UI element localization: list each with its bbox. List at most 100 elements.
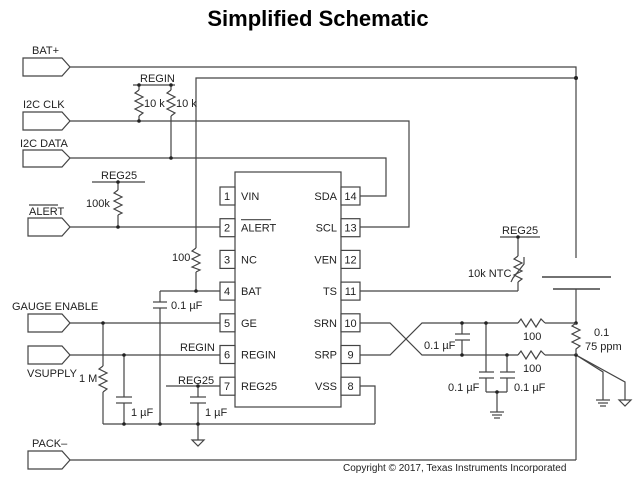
ic-pin-13: 13 SCL <box>316 218 361 238</box>
label-r-srn: 100 <box>523 331 541 343</box>
net-label-regin: REGIN <box>140 73 175 85</box>
pin-box <box>219 186 236 206</box>
pin-name: VSS <box>315 381 337 393</box>
label-r-srp: 100 <box>523 363 541 375</box>
pin-box <box>219 344 236 365</box>
pin-number: 12 <box>344 254 356 266</box>
label-c-srn: 0.1 µF <box>448 382 480 394</box>
page-title: Simplified Schematic <box>207 6 428 31</box>
ic-right-pins: 14 SDA 13 SCL 12 VEN 11 TS 10 SRN 9 SRP 8 VSS <box>314 186 361 396</box>
connector-label: I2C DATA <box>20 138 69 150</box>
resistor-10k-clk <box>133 89 145 117</box>
pin-name: GE <box>241 318 257 330</box>
copyright: Copyright © 2017, Texas Instruments Inco… <box>343 463 566 474</box>
capacitor-diff <box>455 333 470 341</box>
connector-i2c-clk: I2C CLK <box>22 99 71 131</box>
pin-box <box>340 281 361 301</box>
label-c-reg25: 1 µF <box>205 407 228 419</box>
pin-box <box>219 281 236 301</box>
label-r-sense-value: 0.1 <box>594 327 609 339</box>
resistor-10k-data <box>165 89 177 117</box>
pin-number: 14 <box>344 191 356 203</box>
resistor-100-srn <box>517 317 546 329</box>
label-r-data: 10 k <box>176 98 197 110</box>
label-c-bat: 0.1 µF <box>171 300 203 312</box>
pin-box <box>340 344 361 365</box>
pin-name: SRP <box>314 350 337 362</box>
resistor-100k-alert <box>112 189 124 216</box>
label-c-diff: 0.1 µF <box>424 340 456 352</box>
pin-name: VIN <box>241 191 259 203</box>
capacitor-srn <box>479 371 494 379</box>
pin-name: VEN <box>314 254 337 266</box>
ic-pin-10: 10 SRN <box>314 313 361 333</box>
pin-name: SRN <box>314 318 337 330</box>
connector-label: ALERT <box>29 206 65 218</box>
connector-bat-plus: BAT+ <box>22 45 71 77</box>
ground-icon <box>617 399 633 407</box>
connector-label: VSUPPLY <box>27 368 78 380</box>
net-label-regin-pin6: REGIN <box>180 342 215 354</box>
pin-box <box>219 218 236 238</box>
label-ntc: 10k NTC <box>468 268 511 280</box>
pin-name: TS <box>323 286 337 298</box>
ground-icon <box>490 411 504 419</box>
label-r-alert: 100k <box>86 198 110 210</box>
capacitor-reg25 <box>190 396 206 404</box>
pin-number: 3 <box>224 254 230 266</box>
pin-name: SCL <box>316 223 337 235</box>
connector-alert: ALERT <box>27 204 71 237</box>
ic-pin-12: 12 VEN <box>314 249 361 269</box>
ic-pin-3: 3 NC <box>219 249 257 269</box>
net-label-reg25-pin7: REG25 <box>178 375 214 387</box>
pin-number: 9 <box>347 350 353 362</box>
connector-pack-minus: PACK– <box>27 438 71 470</box>
capacitor-bat <box>153 301 167 309</box>
pin-box <box>340 186 361 206</box>
ic-pin-8: 8 VSS <box>315 376 361 396</box>
sense-resistor <box>570 322 582 355</box>
label-c-vsupply: 1 µF <box>131 407 154 419</box>
net-label-reg25-ntc: REG25 <box>502 225 538 237</box>
ic-pin-6: 6 REGIN <box>219 344 276 365</box>
connector-label: BAT+ <box>32 45 59 57</box>
pin-number: 1 <box>224 191 230 203</box>
pin-number: 13 <box>344 223 356 235</box>
pin-name: SDA <box>314 191 337 203</box>
pin-box <box>340 218 361 238</box>
pin-number: 11 <box>345 286 356 298</box>
pin-name: NC <box>241 254 257 266</box>
ic-body <box>234 171 342 408</box>
label-r-clk: 10 k <box>144 98 165 110</box>
pin-name: REGIN <box>241 350 276 362</box>
connector-i2c-data: I2C DATA <box>20 138 71 168</box>
pin-number: 10 <box>344 318 356 330</box>
capacitor-vsupply <box>116 396 132 404</box>
pin-number: 6 <box>224 350 230 362</box>
pin-number: 2 <box>224 223 230 235</box>
ic-pin-9: 9 SRP <box>314 344 361 365</box>
ic-pin-2: 2 ALERT <box>219 218 277 238</box>
net-label-reg25: REG25 <box>101 170 137 182</box>
ground-icon <box>596 399 610 407</box>
pin-name: REG25 <box>241 381 277 393</box>
resistor-100-srp <box>517 349 546 361</box>
label-r-ge: 1 M <box>79 373 97 385</box>
ntc-thermistor <box>510 255 525 283</box>
pin-box <box>219 313 236 333</box>
pin-number: 8 <box>347 381 353 393</box>
connector-label: GAUGE ENABLE <box>12 301 98 313</box>
pin-box <box>219 249 236 269</box>
resistor-100-bat <box>190 247 202 273</box>
pin-name: ALERT <box>241 223 277 235</box>
pin-box <box>340 313 361 333</box>
ic-pin-14: 14 SDA <box>314 186 361 206</box>
pin-box <box>219 376 236 396</box>
connector-gauge-enable: GAUGE ENABLE <box>12 301 98 333</box>
pin-number: 7 <box>224 381 230 393</box>
label-c-srp: 0.1 µF <box>514 382 546 394</box>
label-r-sense-tc: 75 ppm <box>585 341 622 353</box>
